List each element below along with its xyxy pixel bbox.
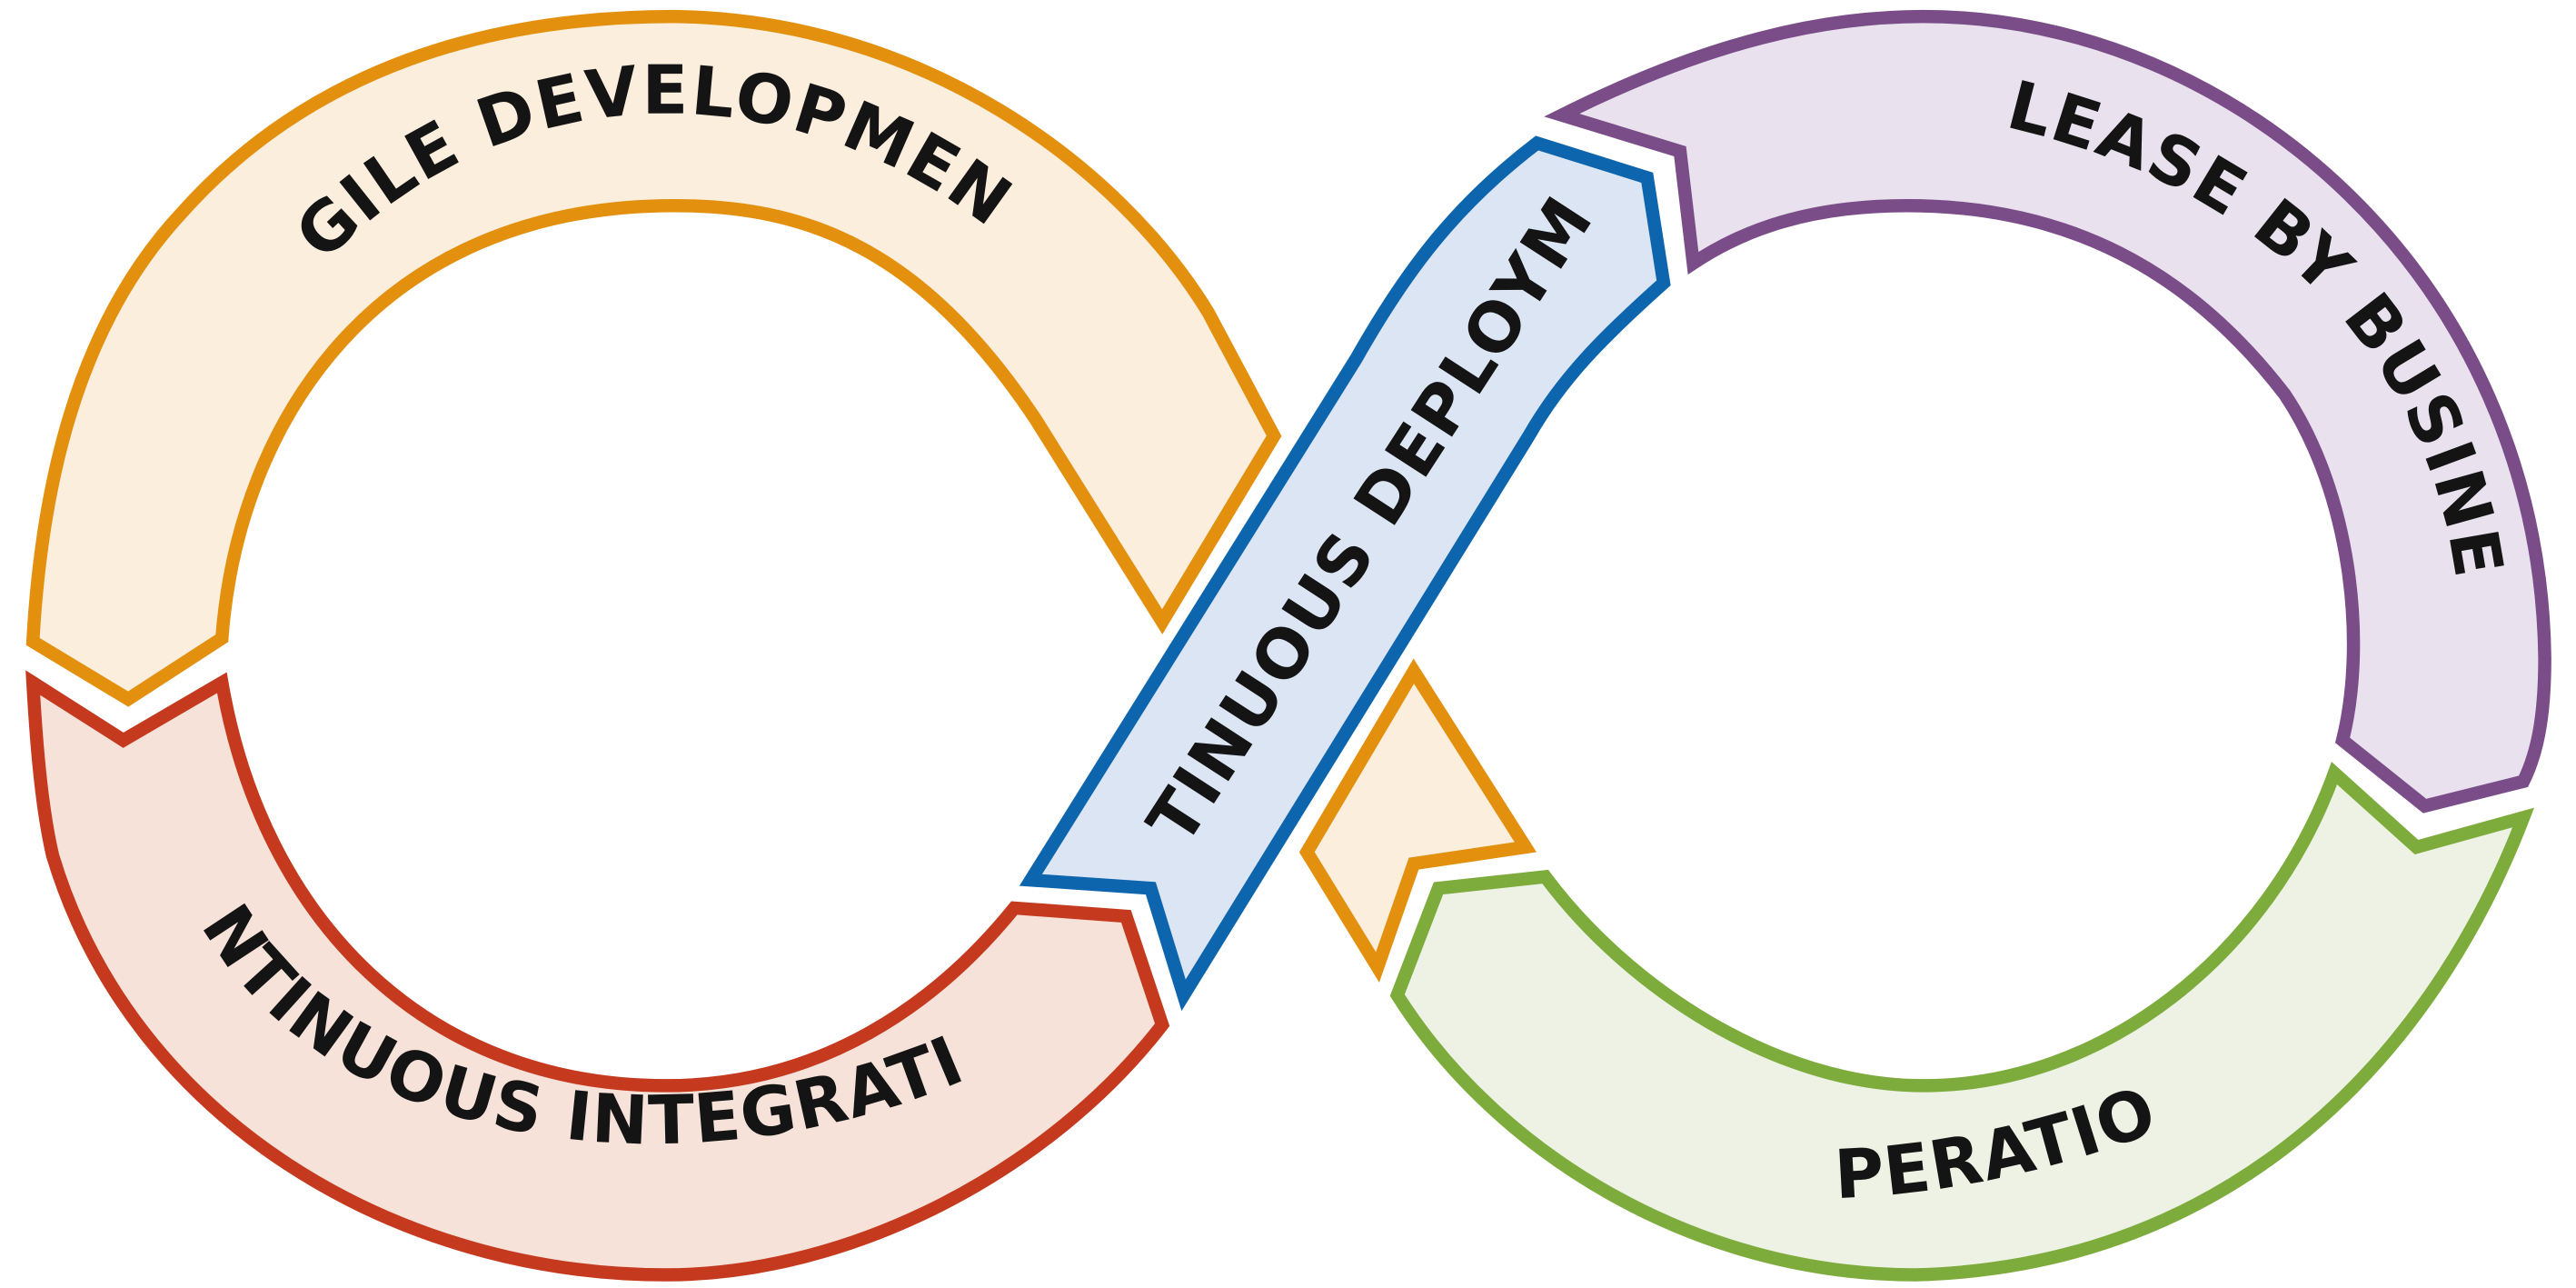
continuous-deployment-arrow [1019, 135, 1671, 1012]
agile-development-segment: AGILE DEVELOPMENT [0, 0, 1282, 707]
release-by-business-arrow [1544, 9, 2551, 814]
small-connector-segment [1298, 658, 1537, 983]
agile-development-arrow [25, 9, 1282, 707]
small-connector-arrow [1298, 658, 1537, 983]
operation-arrow [1389, 762, 2535, 1282]
continuous-integration-arrow [25, 670, 1170, 1282]
